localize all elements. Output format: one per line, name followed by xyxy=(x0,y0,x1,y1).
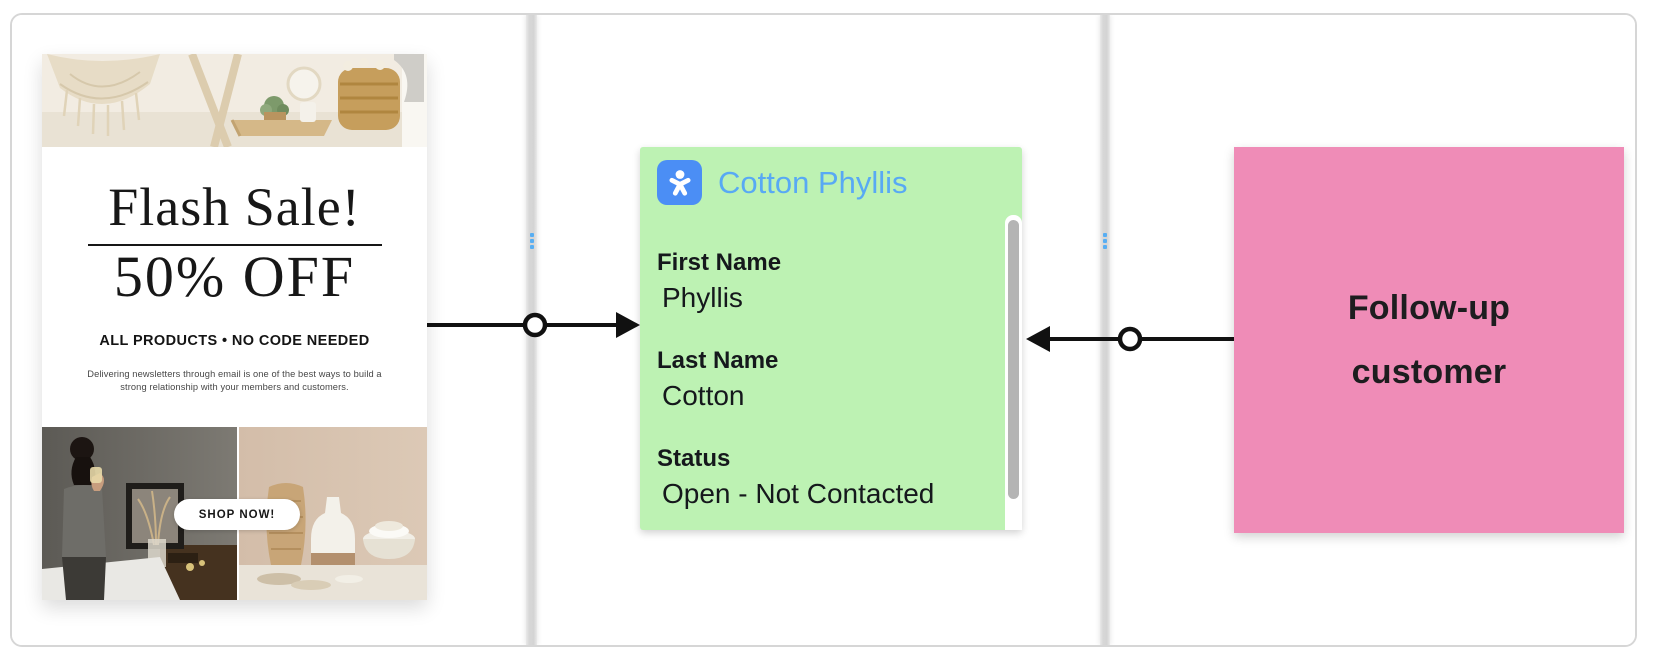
flyer-description: Delivering newsletters through email is … xyxy=(87,369,382,392)
sticky-note[interactable]: Follow-up customer xyxy=(1234,147,1624,533)
contact-card-title[interactable]: Cotton Phyllis xyxy=(718,165,908,200)
wood-ladder xyxy=(188,54,242,147)
field-last-name: Last Name Cotton xyxy=(657,347,778,412)
contact-card[interactable]: Cotton Phyllis First Name Phyllis Last N… xyxy=(640,147,1022,530)
field-label: Status xyxy=(657,445,731,472)
card-scrollbar-track[interactable] xyxy=(1005,215,1022,530)
field-value: Open - Not Contacted xyxy=(662,478,935,509)
small-plates xyxy=(257,573,363,590)
email-flyer-object[interactable]: Flash Sale! 50% OFF ALL PRODUCTS • NO CO… xyxy=(42,54,427,600)
flyer-divider-rule xyxy=(87,244,382,246)
connector-node-circle[interactable] xyxy=(1117,326,1143,352)
flyer-offer: 50% OFF xyxy=(113,244,356,309)
field-value: Cotton xyxy=(662,380,745,411)
tray-with-plant xyxy=(230,96,332,137)
woman-figure xyxy=(62,437,106,600)
contact-person-icon xyxy=(657,160,702,205)
flyer-text-block: Flash Sale! 50% OFF ALL PRODUCTS • NO CO… xyxy=(42,147,427,427)
flyer-tagline: ALL PRODUCTS • NO CODE NEEDED xyxy=(99,333,370,349)
panel-divider-2[interactable] xyxy=(1100,15,1110,645)
divider-drag-handle-icon[interactable] xyxy=(529,233,534,249)
sticky-note-text-line1: Follow-up xyxy=(1347,289,1511,327)
canvas-board: Flash Sale! 50% OFF ALL PRODUCTS • NO CO… xyxy=(10,13,1637,647)
macrame-chair xyxy=(47,54,160,136)
card-scrollbar-thumb[interactable] xyxy=(1008,220,1019,499)
sticky-note-text-line2: customer xyxy=(1351,353,1507,391)
woven-basket xyxy=(338,54,424,130)
connector-node-circle[interactable] xyxy=(522,312,548,338)
bowl-stack xyxy=(363,521,415,559)
divider-drag-handle-icon[interactable] xyxy=(1103,233,1107,249)
field-first-name: First Name Phyllis xyxy=(657,249,781,314)
field-label: Last Name xyxy=(657,347,779,374)
shop-now-button[interactable]: SHOP NOW! xyxy=(174,499,300,530)
field-status: Status Open - Not Contacted xyxy=(657,445,934,510)
field-value: Phyllis xyxy=(662,282,743,313)
field-label: First Name xyxy=(657,249,782,276)
flyer-headline: Flash Sale! xyxy=(108,177,361,237)
ceramic-bottle xyxy=(311,497,355,565)
flyer-hero-image xyxy=(42,54,427,147)
